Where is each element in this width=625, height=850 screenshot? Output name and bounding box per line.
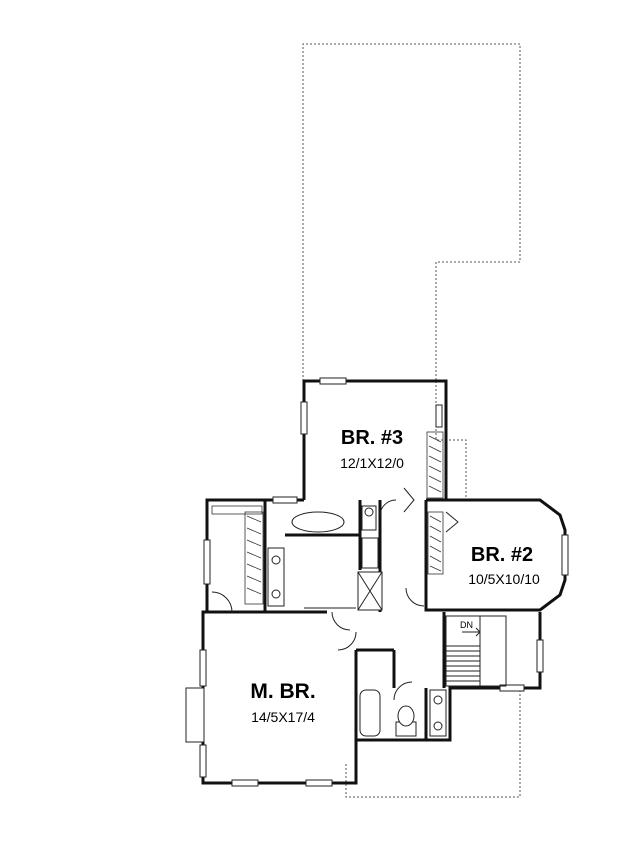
fixtures [267,505,447,737]
room-mbr-name: M. BR. [250,680,315,703]
windows [185,377,569,787]
stairs-down-label: DN [460,620,473,630]
doors [211,487,459,701]
room-mbr-dims: 14/5X17/4 [251,709,315,725]
room-br2-dims: 10/5X10/10 [468,571,540,587]
room-br3-dims: 12/1X12/0 [340,455,404,471]
walls [201,379,567,785]
room-br2-name: BR. #2 [471,544,533,566]
tub [291,511,345,533]
room-labels: BR. #3 12/1X12/0 BR. #2 10/5X10/10 M. BR… [250,427,540,725]
bathtub [359,689,381,737]
roof-outline [302,43,521,798]
room-br3-name: BR. #3 [341,427,403,449]
stairs: DN [445,615,507,687]
closets [211,431,444,605]
